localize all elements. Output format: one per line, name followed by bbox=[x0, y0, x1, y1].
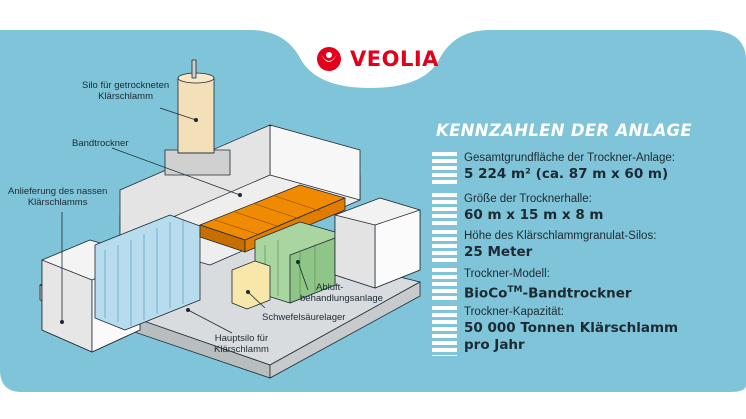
leader-lines bbox=[60, 107, 309, 334]
label-bandtrockner: Bandtrockner bbox=[72, 138, 129, 149]
veolia-logo-icon bbox=[317, 47, 341, 71]
label-abluft: Abluft- behandlungsanlage bbox=[300, 282, 383, 304]
brand-name: VEOLIA bbox=[350, 47, 439, 71]
label-anlieferung: Anlieferung des nassen Klärschlamms bbox=[8, 186, 108, 208]
veolia-logo: VEOLIA bbox=[316, 46, 439, 72]
panel-title: KENNZAHLEN DER ANLAGE bbox=[436, 121, 692, 140]
label-schwefelsaeure: Schwefelsäurelager bbox=[262, 312, 346, 323]
stripe-icon bbox=[432, 230, 457, 263]
stripe-icon bbox=[432, 268, 457, 301]
stripe-icon bbox=[432, 306, 457, 356]
plant-illustration bbox=[39, 59, 421, 379]
label-silo: Silo für getrockneten Klärschlamm bbox=[82, 80, 170, 102]
stripe-icon bbox=[432, 193, 457, 226]
label-hauptsilo: Hauptsilo für Klärschlamm bbox=[214, 333, 269, 355]
stripe-icon bbox=[432, 152, 457, 185]
